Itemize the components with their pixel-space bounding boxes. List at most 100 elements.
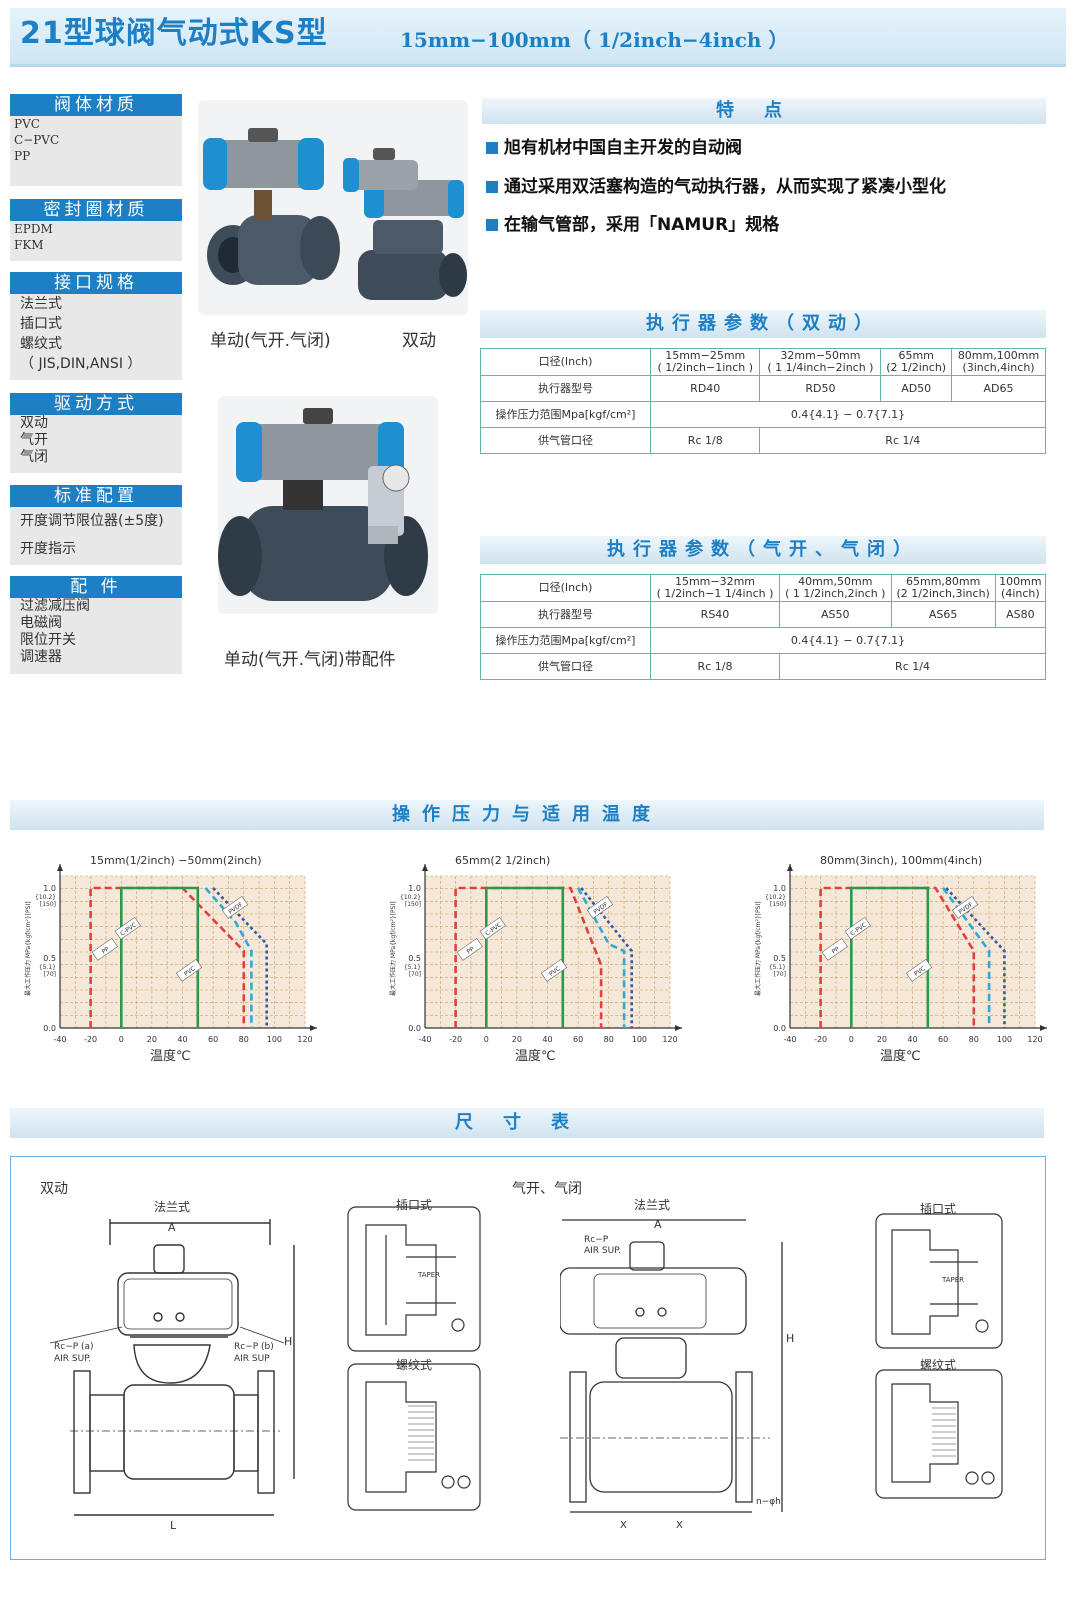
material-tag-label: PP <box>101 945 111 955</box>
spec-item: EPDM <box>14 222 53 236</box>
material-tag: PP <box>456 937 483 961</box>
y-axis-label: 最大工作压力 MPa{kgf/cm²}[PSI] <box>389 901 397 996</box>
y-tick-label: 1.0 <box>408 884 421 893</box>
dim-mark-air-sup: AIR SUP. <box>54 1354 91 1364</box>
material-tag-box <box>114 916 141 940</box>
x-tick-label: 60 <box>938 1035 948 1044</box>
table-cell: Rc 1/4 <box>778 653 1047 680</box>
bullet-square-icon <box>486 142 498 154</box>
valve-photo-accessory <box>218 396 438 614</box>
y-tick-psi: [70] <box>774 971 786 978</box>
table-row: 操作压力范围Mpa[kgf/cm²] 0.4{4.1} − 0.7{7.1} <box>480 401 1046 428</box>
table-cell: 供气管口径 <box>480 427 651 454</box>
spec-head: 配 件 <box>10 576 182 598</box>
table-row: 口径(Inch) 15mm−32mm( 1/2inch−1 1/4inch ) … <box>480 574 1047 602</box>
dimension-banner: 尺寸表 <box>10 1108 1044 1138</box>
dim-label-thread: 螺纹式 <box>396 1358 433 1372</box>
y-tick-label: 0.5 <box>43 954 56 963</box>
dim-label-flange: 法兰式 <box>154 1200 191 1214</box>
x-tick-label: 100 <box>267 1035 282 1044</box>
cell-line: ( 1 1/4inch−2inch ) <box>767 361 874 374</box>
cell-line: 65mm,80mm <box>905 575 981 588</box>
table-cell: 65mm,80mm(2 1/2inch,3inch) <box>890 574 996 602</box>
series-pvc <box>485 886 565 1028</box>
spec-item: 开度调节限位器(±5度) <box>20 513 164 529</box>
series-pp <box>454 886 603 1028</box>
spec-item: PVC <box>14 117 40 131</box>
cell-line: (2 1/2inch) <box>886 361 947 374</box>
drawing-double-flange: A H L Rc−P (a) AIR SUP. Rc−P (b) AIR SUP <box>49 1219 295 1532</box>
dim-mark-a-2: A <box>654 1218 662 1231</box>
table-row: 供气管口径 Rc 1/8 Rc 1/4 <box>480 427 1046 454</box>
table-cell: 口径(Inch) <box>480 348 651 376</box>
table-cell: 操作压力范围Mpa[kgf/cm²] <box>480 627 651 654</box>
dim-mark-l: L <box>170 1519 177 1532</box>
chart-title: 65mm(2 1/2inch) <box>455 854 550 867</box>
table-cell: Rc 1/8 <box>650 653 780 680</box>
spec-head: 标准配置 <box>10 485 182 507</box>
spec-item: C−PVC <box>14 133 60 147</box>
series-pvc <box>120 886 200 1028</box>
x-tick-label: 60 <box>573 1035 583 1044</box>
series-pvdf <box>945 887 1006 1028</box>
x-axis-arrow-icon <box>675 1025 682 1031</box>
x-axis-arrow-icon <box>1040 1025 1047 1031</box>
y-tick-kgf: {5.1} <box>769 964 786 971</box>
table-row: 口径(Inch) 15mm−25mm( 1/2inch−1inch ) 32mm… <box>480 348 1047 376</box>
y-tick-psi: [150] <box>40 901 56 908</box>
dim-label-socket: 插口式 <box>396 1198 433 1212</box>
cell-line: 40mm,50mm <box>798 575 873 588</box>
x-tick-label: 80 <box>969 1035 979 1044</box>
dim-label-socket-2: 插口式 <box>920 1202 957 1216</box>
caption-double: 双动 <box>402 331 436 351</box>
cell-line: ( 1/2inch−1inch ) <box>657 361 754 374</box>
title-bar <box>10 8 1066 64</box>
y-tick-kgf: {5.1} <box>39 964 56 971</box>
caption-accessory: 单动(气开.气闭)带配件 <box>224 650 396 670</box>
table-single-head: 执行器参数（气开、气闭） <box>480 536 1046 564</box>
series-cpvc <box>576 887 626 1028</box>
spec-item: （ JIS,DIN,ANSI ） <box>20 356 142 372</box>
spec-body-material: 阀体材质 PVC C−PVC PP <box>10 94 182 186</box>
cell-line: 100mm <box>999 575 1042 588</box>
y-tick-kgf: {10.2} <box>765 894 786 901</box>
page-title: 21型球阀气动式KS型 <box>20 16 328 51</box>
y-tick-psi: [150] <box>770 901 786 908</box>
series-pvc <box>850 886 930 1028</box>
table-cell: 32mm−50mm( 1 1/4inch−2inch ) <box>759 348 882 376</box>
x-tick-label: 40 <box>907 1035 917 1044</box>
x-tick-label: 20 <box>147 1035 157 1044</box>
spec-accessories: 配 件 过滤减压阀 电磁阀 限位开关 调速器 <box>10 576 182 674</box>
spec-drive: 驱动方式 双动 气开 气闭 <box>10 393 182 473</box>
x-tick-label: 0 <box>119 1035 124 1044</box>
x-tick-label: -40 <box>53 1035 66 1044</box>
material-tag-box <box>221 895 249 919</box>
dim-label-flange-2: 法兰式 <box>634 1198 671 1212</box>
spec-head: 接口规格 <box>10 272 182 294</box>
material-tag-box <box>821 937 848 961</box>
bullet-square-icon <box>486 181 498 193</box>
material-tag: PVC <box>905 958 933 982</box>
table-cell: 15mm−25mm( 1/2inch−1inch ) <box>649 348 761 376</box>
x-tick-label: -40 <box>783 1035 796 1044</box>
y-tick-label: 0.0 <box>408 1024 421 1033</box>
dim-mark-x1: X <box>620 1520 627 1531</box>
cell-line: (3inch,4inch) <box>962 361 1035 374</box>
x-tick-label: -20 <box>84 1035 97 1044</box>
x-axis-label: 温度℃ <box>880 1048 921 1064</box>
y-axis-arrow-icon <box>787 864 793 871</box>
cell-line: 65mm <box>898 349 934 362</box>
spec-item: 调速器 <box>20 649 62 665</box>
y-tick-label: 0.0 <box>43 1024 56 1033</box>
spec-item: 开度指示 <box>20 541 76 557</box>
chart-title: 15mm(1/2inch) −50mm(2inch) <box>90 854 262 867</box>
table-row: 供气管口径 Rc 1/8 Rc 1/4 <box>480 653 1047 680</box>
series-pp <box>819 886 976 1028</box>
table-single: 口径(Inch) 15mm−32mm( 1/2inch−1 1/4inch ) … <box>480 574 1047 680</box>
material-tag-box <box>175 958 203 982</box>
dim-mark-rcpa: Rc−P (a) <box>54 1342 94 1352</box>
table-cell: 100mm(4inch) <box>994 574 1047 602</box>
material-tag-label: PP <box>466 945 476 955</box>
spec-item: PP <box>14 149 31 163</box>
spec-head: 驱动方式 <box>10 393 182 415</box>
